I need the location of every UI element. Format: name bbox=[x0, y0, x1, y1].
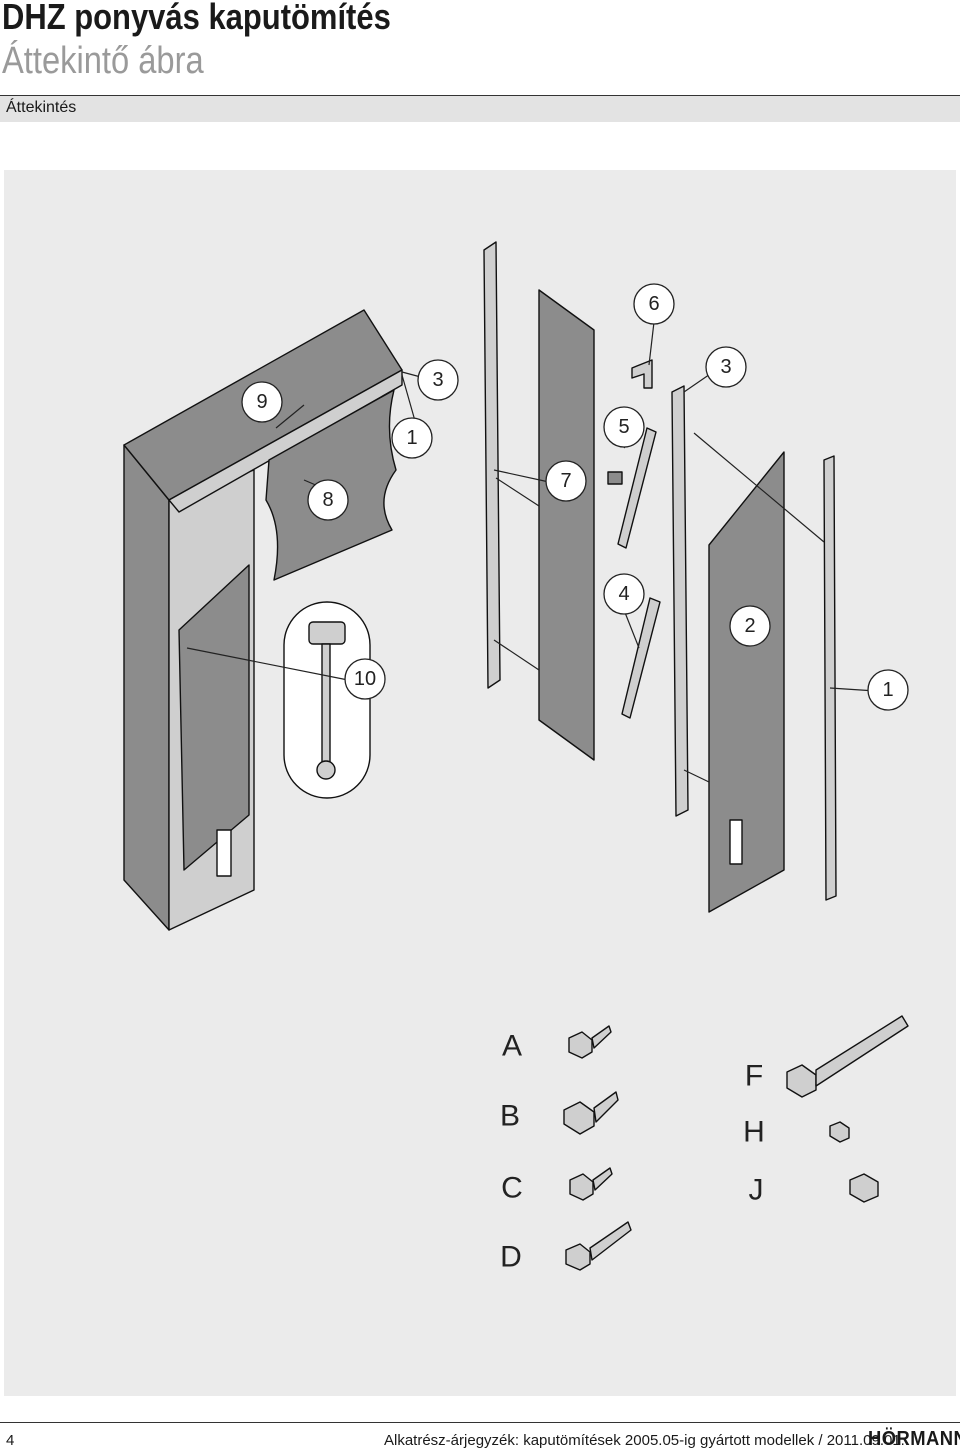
rail-profile-right bbox=[671, 385, 689, 817]
callout-10 bbox=[344, 658, 386, 700]
rail-profile-far-right bbox=[823, 455, 837, 901]
callout-10-label: 10 bbox=[354, 668, 376, 690]
callout-1-right bbox=[867, 669, 909, 711]
callout-8-label: 8 bbox=[322, 489, 333, 511]
callout-6-label: 6 bbox=[648, 293, 659, 315]
callout-6 bbox=[633, 283, 675, 325]
panel-7 bbox=[538, 289, 595, 761]
hardware-letter-C: C bbox=[501, 1172, 523, 1205]
panel-2-slot bbox=[729, 819, 743, 865]
callout-3-right bbox=[705, 346, 747, 388]
callout-9-label: 9 bbox=[256, 391, 267, 413]
screw-B-icon bbox=[563, 1091, 619, 1135]
screw-D-icon bbox=[565, 1221, 632, 1271]
nut-J-icon bbox=[849, 1173, 879, 1203]
curtain-panel-9 bbox=[178, 564, 250, 871]
hardware-letter-J: J bbox=[749, 1174, 764, 1207]
post-slot bbox=[216, 829, 232, 877]
page-number: 4 bbox=[6, 1432, 15, 1449]
brand-logo: HÖRMANN bbox=[868, 1428, 960, 1450]
document-title: DHZ ponyvás kaputömítés bbox=[2, 0, 391, 37]
callout-4-label: 4 bbox=[618, 583, 629, 605]
hardware-letter-F: F bbox=[745, 1060, 763, 1093]
footer-divider bbox=[0, 1422, 960, 1423]
callout-1-right-label: 1 bbox=[882, 679, 893, 701]
clip-5 bbox=[607, 471, 623, 485]
rail-profile-left bbox=[483, 241, 501, 689]
bracket-6 bbox=[631, 359, 653, 389]
callout-1-top bbox=[391, 417, 433, 459]
handle-eye bbox=[316, 760, 336, 780]
hardware-letter-B: B bbox=[500, 1100, 520, 1133]
panel-2 bbox=[708, 451, 785, 913]
callout-8 bbox=[307, 479, 349, 521]
top-beam-edge bbox=[168, 369, 403, 513]
document-subtitle: Áttekintő ábra bbox=[2, 40, 204, 82]
hardware-letter-D: D bbox=[500, 1241, 522, 1274]
overview-figure: 9 3 1 8 7 6 3 5 4 2 10 1 bbox=[4, 170, 956, 1396]
bolt-F-icon bbox=[786, 1015, 909, 1098]
callout-2-label: 2 bbox=[744, 615, 755, 637]
section-title: Áttekintés bbox=[6, 99, 77, 116]
callout-3-top bbox=[417, 359, 459, 401]
callout-7 bbox=[545, 460, 587, 502]
callout-4 bbox=[603, 573, 645, 615]
handle-knob bbox=[308, 621, 346, 645]
callout-2 bbox=[729, 605, 771, 647]
callout-5 bbox=[603, 406, 645, 448]
strip-5 bbox=[617, 427, 657, 549]
callout-9 bbox=[241, 381, 283, 423]
exploded-view-drawing: 9 3 1 8 7 6 3 5 4 2 10 1 bbox=[123, 241, 909, 1274]
hardware-letter-H: H bbox=[743, 1116, 765, 1149]
callout-1-top-label: 1 bbox=[406, 427, 417, 449]
nut-H-icon bbox=[829, 1121, 850, 1143]
callout-3-right-label: 3 bbox=[720, 356, 731, 378]
hardware-letter-A: A bbox=[502, 1030, 522, 1063]
screw-A-icon bbox=[568, 1025, 612, 1059]
screw-C-icon bbox=[569, 1167, 613, 1201]
left-post bbox=[123, 444, 170, 931]
callout-7-label: 7 bbox=[560, 470, 571, 492]
footer-caption: Alkatrész-árjegyzék: kaputömítések 2005.… bbox=[384, 1432, 910, 1449]
callout-3-top-label: 3 bbox=[432, 369, 443, 391]
callout-5-label: 5 bbox=[618, 416, 629, 438]
strip-4 bbox=[621, 597, 661, 719]
section-header: Áttekintés bbox=[0, 95, 960, 122]
handle-rod bbox=[321, 643, 331, 765]
